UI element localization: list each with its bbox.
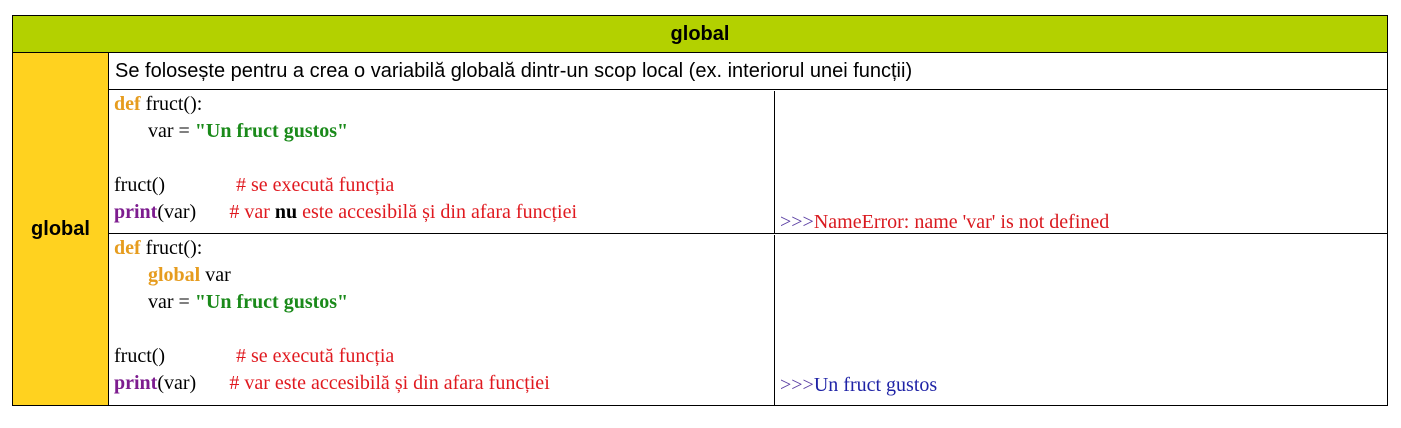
description-cell: Se folosește pentru a crea o variabilă g… xyxy=(109,53,1387,90)
call-expr: fruct() xyxy=(114,345,166,367)
print-keyword: print xyxy=(114,372,158,394)
def-keyword: def xyxy=(114,93,141,115)
code-line-assign: var = "Un fruct gustos" xyxy=(114,118,774,145)
call-expr: fruct() xyxy=(114,174,166,196)
code-line-blank xyxy=(114,145,774,172)
output-line: >>>Un fruct gustos xyxy=(780,372,937,399)
global-table: global global Se folosește pentru a crea… xyxy=(12,15,1388,406)
print-comment: # var este accesibilă și din afara funcț… xyxy=(229,372,550,394)
def-signature: fruct(): xyxy=(140,93,203,115)
side-label: global xyxy=(31,217,90,240)
assign-lhs: var = xyxy=(148,291,195,313)
code-line-print: print(var) # var este accesibilă și din a… xyxy=(114,370,774,397)
example1-code: def fruct(): var = "Un fruct gustos" fru… xyxy=(109,91,775,234)
emphasis-nu: nu xyxy=(274,201,298,223)
side-label-cell: global xyxy=(13,53,109,405)
code-line-print: print(var) # var nu este accesibilă și di… xyxy=(114,199,774,226)
output-value: Un fruct gustos xyxy=(813,374,938,396)
description-text: Se folosește pentru a crea o variabilă g… xyxy=(115,59,913,82)
call-comment: # se execută funcția xyxy=(236,174,395,196)
global-keyword: global xyxy=(148,264,201,286)
code-line-def: def fruct(): xyxy=(114,91,774,118)
table-header: global xyxy=(13,16,1387,53)
string-literal: "Un fruct gustos" xyxy=(194,120,349,142)
code-line-call: fruct() # se execută funcția xyxy=(114,343,774,370)
code-line-assign: var = "Un fruct gustos" xyxy=(114,289,774,316)
call-comment: # se execută funcția xyxy=(236,345,395,367)
output-prompt: >>> xyxy=(780,211,814,233)
def-signature: fruct(): xyxy=(140,237,203,259)
code-line-call: fruct() # se execută funcția xyxy=(114,172,774,199)
print-comment: # var nu este accesibilă și din afara fu… xyxy=(229,201,578,223)
assign-lhs: var = xyxy=(148,120,195,142)
print-args: (var) xyxy=(157,372,197,394)
code-line-global: global var xyxy=(114,262,774,289)
code-line-def: def fruct(): xyxy=(114,235,774,262)
example1-output: >>>NameError: name 'var' is not defined xyxy=(775,91,1387,234)
global-var: var xyxy=(200,264,231,286)
output-prompt: >>> xyxy=(780,374,814,396)
table-title: global xyxy=(670,22,730,45)
example2-output: >>>Un fruct gustos xyxy=(775,235,1387,405)
code-line-blank xyxy=(114,316,774,343)
string-literal: "Un fruct gustos" xyxy=(194,291,349,313)
def-keyword: def xyxy=(114,237,141,259)
print-keyword: print xyxy=(114,201,158,223)
print-args: (var) xyxy=(157,201,197,223)
output-line: >>>NameError: name 'var' is not defined xyxy=(780,209,1109,236)
output-error: NameError: name 'var' is not defined xyxy=(813,211,1110,233)
example2-code: def fruct(): global var var = "Un fruct … xyxy=(109,235,775,405)
